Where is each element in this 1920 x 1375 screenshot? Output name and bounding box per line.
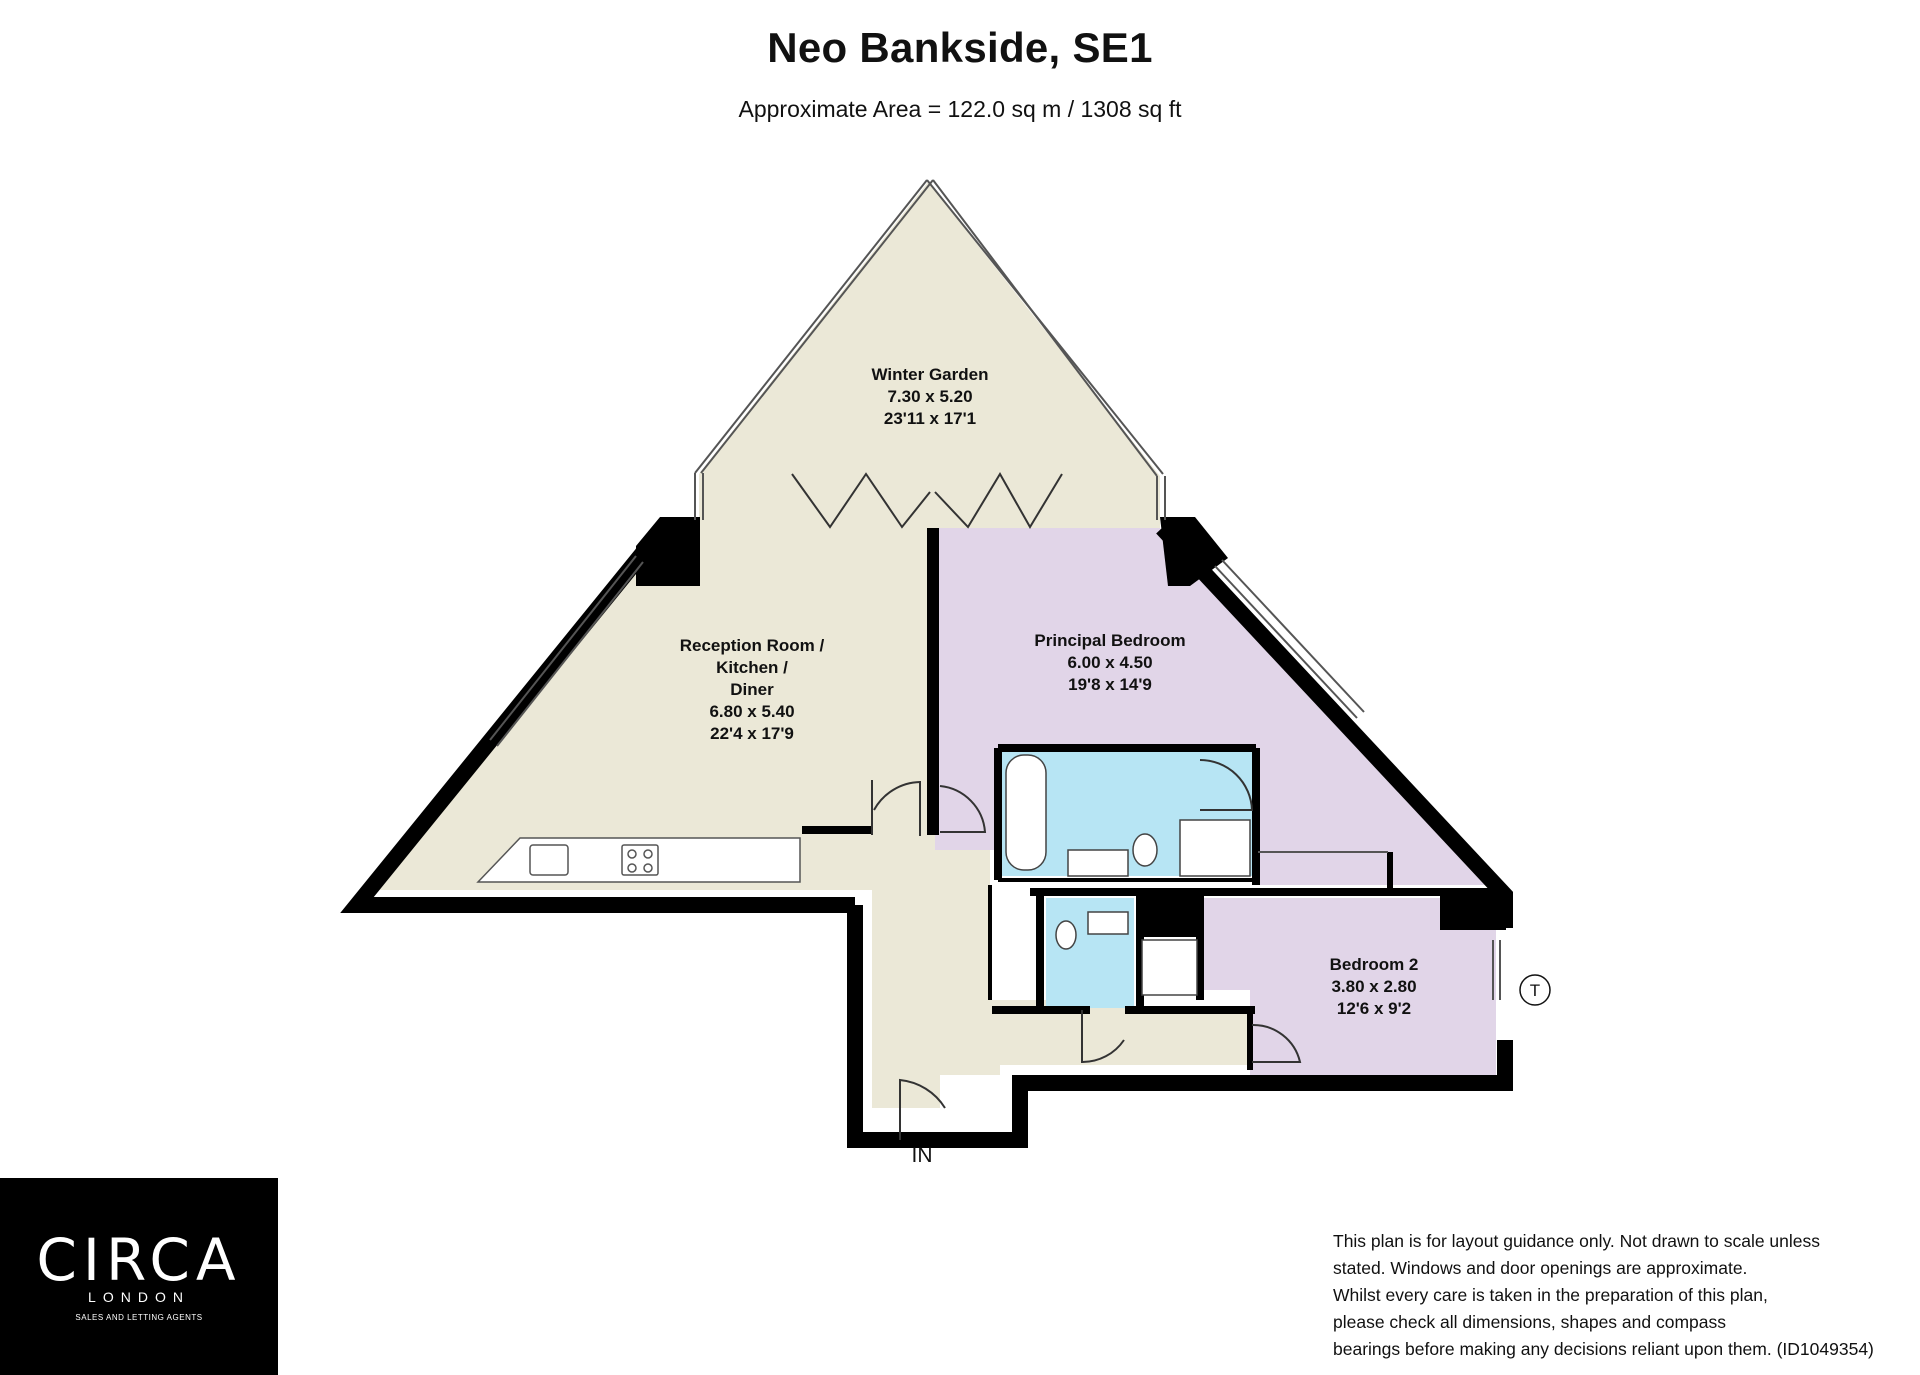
logo-city: LONDON <box>88 1289 190 1305</box>
bedroom-2-metric: 3.80 x 2.80 <box>1331 977 1416 996</box>
disclaimer-line: bearings before making any decisions rel… <box>1333 1339 1874 1359</box>
wall-block-right <box>1160 517 1228 586</box>
bedroom-2-area <box>1200 898 1496 1075</box>
interior-walls <box>802 528 1496 1070</box>
disclaimer: This plan is for layout guidance only. N… <box>1333 1228 1903 1363</box>
bifold-door-right <box>934 472 1063 529</box>
bedroom-2-imperial: 12'6 x 9'2 <box>1337 999 1411 1018</box>
reception-metric: 6.80 x 5.40 <box>709 702 794 721</box>
reception-name-2: Kitchen / <box>716 658 788 677</box>
reception-name-3: Diner <box>730 680 774 699</box>
door-swings <box>871 759 1302 1140</box>
reception-imperial: 22'4 x 17'9 <box>710 724 794 743</box>
wall-block-left <box>636 517 700 586</box>
winter-garden-glazing <box>694 179 1166 520</box>
entrance-label: IN <box>912 1144 933 1167</box>
kitchen-counter <box>476 837 801 883</box>
disclaimer-line: Whilst every care is taken in the prepar… <box>1333 1285 1768 1305</box>
window-glazing <box>489 555 1501 1000</box>
duct-block <box>1140 892 1198 937</box>
bedroom-2-name: Bedroom 2 <box>1330 955 1419 974</box>
plan-title: Neo Bankside, SE1 <box>767 24 1153 71</box>
bathroom-fixtures <box>1005 754 1251 996</box>
wall-block-bedroom2 <box>1440 890 1506 930</box>
disclaimer-line: This plan is for layout guidance only. N… <box>1333 1231 1821 1251</box>
principal-bedroom-imperial: 19'8 x 14'9 <box>1068 675 1152 694</box>
thermostat-marker <box>1519 974 1551 1006</box>
plan-area-subtitle: Approximate Area = 122.0 sq m / 1308 sq … <box>738 96 1182 122</box>
reception-name-1: Reception Room / <box>680 636 825 655</box>
logo-name: CIRCA <box>36 1226 242 1294</box>
reception-area <box>374 528 990 890</box>
disclaimer-line: please check all dimensions, shapes and … <box>1333 1312 1726 1332</box>
hallway-area <box>872 835 1250 1108</box>
logo-tagline: SALES AND LETTING AGENTS <box>75 1313 203 1322</box>
thermostat-label: T <box>1530 981 1540 1000</box>
winter-garden-area <box>699 182 1160 528</box>
winter-garden-name: Winter Garden <box>872 365 989 384</box>
principal-bedroom-metric: 6.00 x 4.50 <box>1067 653 1152 672</box>
principal-bedroom-name: Principal Bedroom <box>1034 631 1185 650</box>
agency-logo: CIRCA LONDON SALES AND LETTING AGENTS <box>0 1178 278 1375</box>
winter-garden-metric: 7.30 x 5.20 <box>887 387 972 406</box>
disclaimer-line: stated. Windows and door openings are ap… <box>1333 1258 1748 1278</box>
winter-garden-imperial: 23'11 x 17'1 <box>884 409 976 428</box>
bifold-door-left <box>791 472 931 529</box>
